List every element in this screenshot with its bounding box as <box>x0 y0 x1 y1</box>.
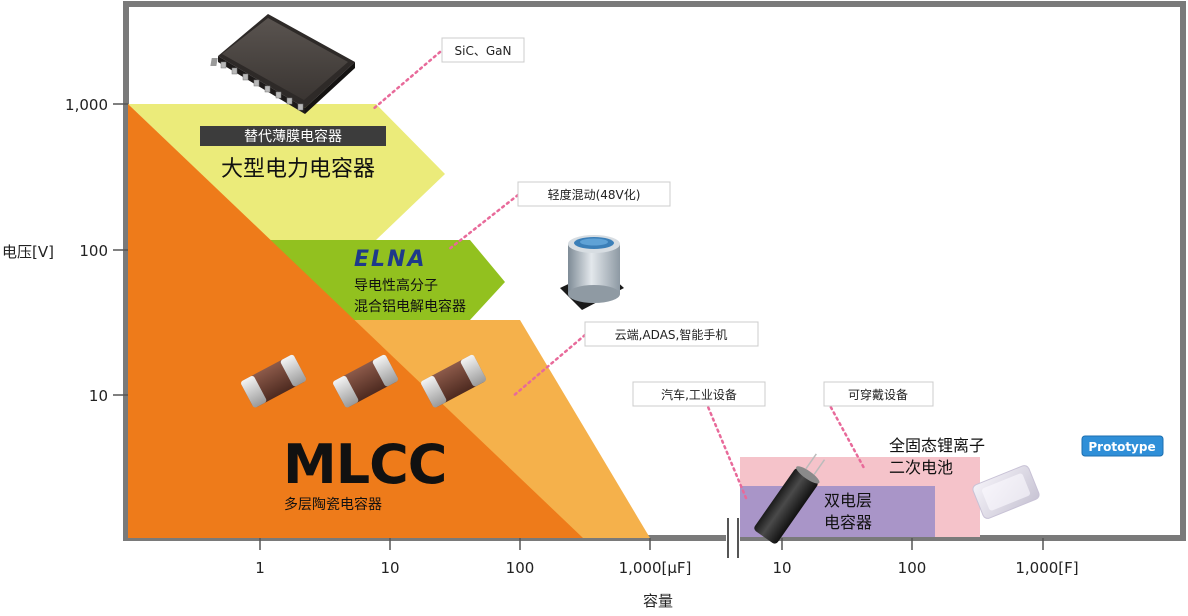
callout-lines <box>370 50 866 500</box>
mlcc-title: MLCC <box>283 433 446 496</box>
polymer-line2: 混合铝电解电容器 <box>354 298 466 315</box>
prototype-badge-bg <box>1081 435 1164 457</box>
callout-auto: 汽车,工业设备 <box>632 381 766 407</box>
film-capacitor-module-picture <box>210 14 355 114</box>
callout-cloud-text: 云端,ADAS,智能手机 <box>615 327 728 342</box>
polymer-capacitor-picture <box>560 235 624 310</box>
mlcc-chip-1 <box>241 354 307 408</box>
edlc-capacitor-picture <box>754 453 826 544</box>
x-tick-1000-f: 1,000[F] <box>1015 559 1078 577</box>
callout-auto-text: 汽车,工业设备 <box>661 387 737 402</box>
y-tick-100: 100 <box>79 242 108 260</box>
x-tick-10: 10 <box>380 559 399 577</box>
polymer-line1: 导电性高分子 <box>354 277 438 294</box>
x-axis-title: 容量 <box>643 592 673 610</box>
y-axis-title: 电压[V] <box>2 243 54 261</box>
callout-wearable-text: 可穿戴设备 <box>848 387 908 402</box>
solid-state-battery-picture <box>972 465 1040 519</box>
film-badge: 替代薄膜电容器 <box>244 128 342 145</box>
edlc-line2: 电容器 <box>824 513 872 532</box>
film-badge-bg <box>200 126 386 146</box>
callout-sic: SiC、GaN <box>441 37 525 63</box>
mlcc-chip-2 <box>333 354 399 408</box>
x-tick-100-f: 100 <box>898 559 927 577</box>
battery-line1: 全固态锂离子 <box>889 436 985 455</box>
mlcc-subtitle: 多层陶瓷电容器 <box>284 496 382 513</box>
mlcc-chip-3 <box>421 354 487 408</box>
y-tick-1000: 1,000 <box>65 96 108 114</box>
y-tick-10: 10 <box>89 387 108 405</box>
x-tick-1: 1 <box>255 559 265 577</box>
film-label: 大型电力电容器 <box>221 157 375 182</box>
callout-wearable: 可穿戴设备 <box>823 381 934 407</box>
x-tick-1000-uf: 1,000[μF] <box>619 559 692 577</box>
edlc-line1: 双电层 <box>824 491 872 510</box>
prototype-badge: Prototype <box>1088 440 1155 454</box>
callout-mild-hybrid: 轻度混动(48V化) <box>517 181 671 207</box>
elna-logo: ELNA <box>354 247 427 272</box>
x-tick-100: 100 <box>506 559 535 577</box>
callout-cloud: 云端,ADAS,智能手机 <box>584 321 759 347</box>
callout-sic-text: SiC、GaN <box>455 44 512 58</box>
callout-mild-hybrid-text: 轻度混动(48V化) <box>548 187 641 202</box>
mlcc-region <box>128 104 583 538</box>
y-axis-ticks <box>113 103 128 396</box>
x-axis-ticks <box>259 538 1044 550</box>
chart-frame <box>123 1 1186 538</box>
x-tick-10-f: 10 <box>772 559 791 577</box>
battery-line2: 二次电池 <box>889 458 953 477</box>
